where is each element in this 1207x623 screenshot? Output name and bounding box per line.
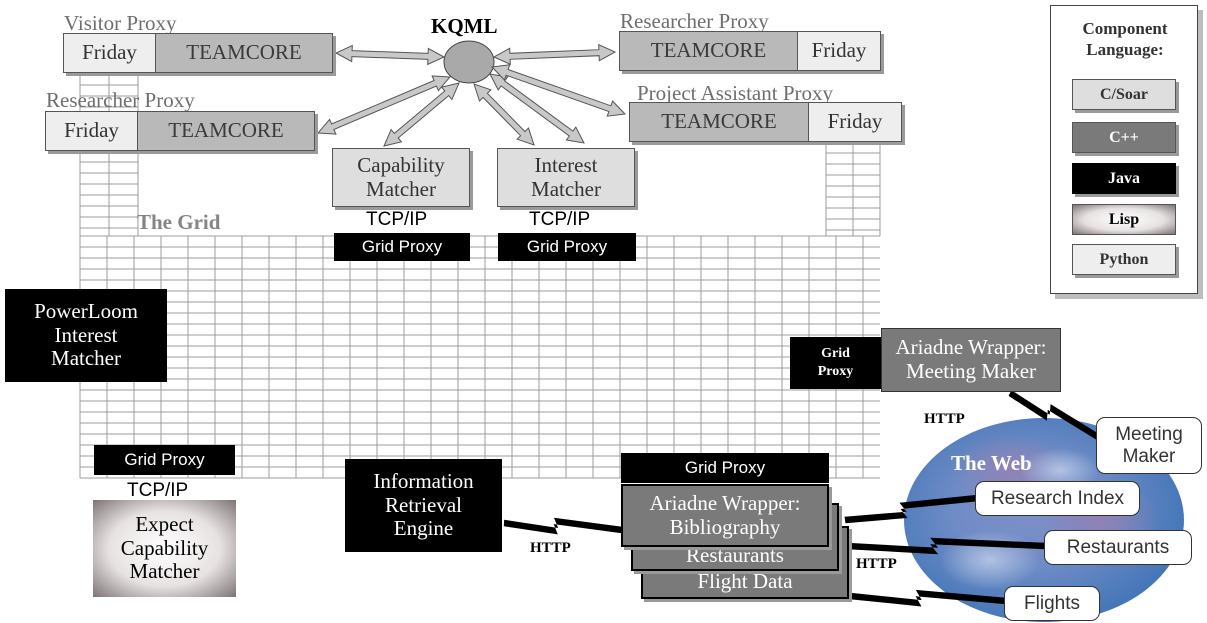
project-assistant-proxy-friday: Friday: [808, 102, 902, 142]
ariadne-bibliography: Ariadne Wrapper: Bibliography: [621, 484, 829, 547]
researcher-proxy-right-friday: Friday: [797, 31, 881, 71]
web-restaurants: Restaurants: [1044, 530, 1192, 565]
ariadne-flight-data-label: Flight Data: [697, 569, 793, 594]
ariadne-stack-http-label: HTTP: [856, 556, 897, 572]
interest-matcher-protocol: TCP/IP: [529, 209, 591, 230]
http-link-research-index: [844, 494, 979, 524]
information-retrieval-engine: Information Retrieval Engine: [345, 459, 502, 552]
grid-lines: [79, 73, 881, 479]
http-link-restaurants: [847, 537, 1045, 555]
http-link-flights: [849, 589, 1007, 607]
web-meeting-maker: Meeting Maker: [1096, 417, 1202, 474]
project-assistant-proxy-teamcore: TEAMCORE: [629, 102, 809, 142]
visitor-proxy-title: Visitor Proxy: [64, 11, 177, 35]
kqml-arrow-researcher-left: [316, 75, 452, 135]
grid-label: The Grid: [137, 210, 221, 234]
researcher-proxy-right-title: Researcher Proxy: [620, 9, 769, 33]
kqml-arrow-interest: [473, 83, 535, 146]
kqml-hub: [443, 40, 495, 84]
researcher-proxy-right-teamcore: TEAMCORE: [619, 31, 798, 71]
expect-grid-proxy: Grid Proxy: [94, 445, 235, 475]
researcher-proxy-left-title: Researcher Proxy: [46, 88, 195, 112]
kqml-arrow-project-assistant: [490, 64, 627, 117]
interest-matcher-grid-proxy: Grid Proxy: [498, 233, 636, 261]
kqml-arrow-visitor: [334, 44, 446, 66]
powerloom-interest-matcher: PowerLoom Interest Matcher: [5, 289, 167, 382]
http-link-meeting-maker: [1008, 390, 1100, 440]
legend-lisp: Lisp: [1072, 204, 1176, 235]
ariadne-restaurants-label: Restaurants: [686, 543, 784, 568]
web-label: The Web: [951, 451, 1032, 475]
legend-title: Component Language:: [1082, 19, 1168, 60]
legend-java: Java: [1072, 163, 1176, 194]
researcher-proxy-left-teamcore: TEAMCORE: [137, 111, 315, 151]
legend: Component Language: C/Soar C++ Java Lisp…: [1050, 5, 1198, 294]
meeting-maker-grid-proxy: Grid Proxy: [790, 337, 881, 389]
project-assistant-proxy-title: Project Assistant Proxy: [637, 81, 834, 105]
kqml-arrow-capability: [383, 82, 460, 147]
ire-http-label: HTTP: [530, 540, 571, 556]
capability-matcher: Capability Matcher: [332, 148, 470, 207]
capability-matcher-protocol: TCP/IP: [366, 209, 428, 230]
visitor-proxy-friday: Friday: [63, 33, 156, 73]
expect-capability-matcher: Expect Capability Matcher: [93, 500, 236, 597]
kqml-arrow-researcher-right: [492, 43, 617, 66]
capability-matcher-grid-proxy: Grid Proxy: [334, 233, 470, 261]
web-research-index: Research Index: [975, 481, 1140, 516]
researcher-proxy-left-friday: Friday: [45, 111, 138, 151]
http-link-ire: [503, 517, 623, 535]
interest-matcher: Interest Matcher: [497, 148, 635, 207]
kqml-label: KQML: [431, 14, 498, 38]
kqml-arrows: [316, 43, 627, 147]
ariadne-stack-grid-proxy: Grid Proxy: [621, 453, 829, 483]
grid-mesh: [79, 73, 881, 479]
ariadne-meeting-maker: Ariadne Wrapper: Meeting Maker: [881, 328, 1061, 392]
legend-c-soar: C/Soar: [1072, 79, 1176, 110]
legend-python: Python: [1072, 244, 1176, 275]
visitor-proxy-teamcore: TEAMCORE: [155, 33, 333, 73]
http-links: [503, 390, 1100, 607]
meeting-maker-http-label: HTTP: [924, 411, 965, 427]
kqml-arrow-assistant: [489, 73, 585, 144]
web-flights: Flights: [1004, 586, 1100, 621]
expect-protocol: TCP/IP: [127, 480, 189, 501]
legend-cpp: C++: [1072, 122, 1176, 153]
